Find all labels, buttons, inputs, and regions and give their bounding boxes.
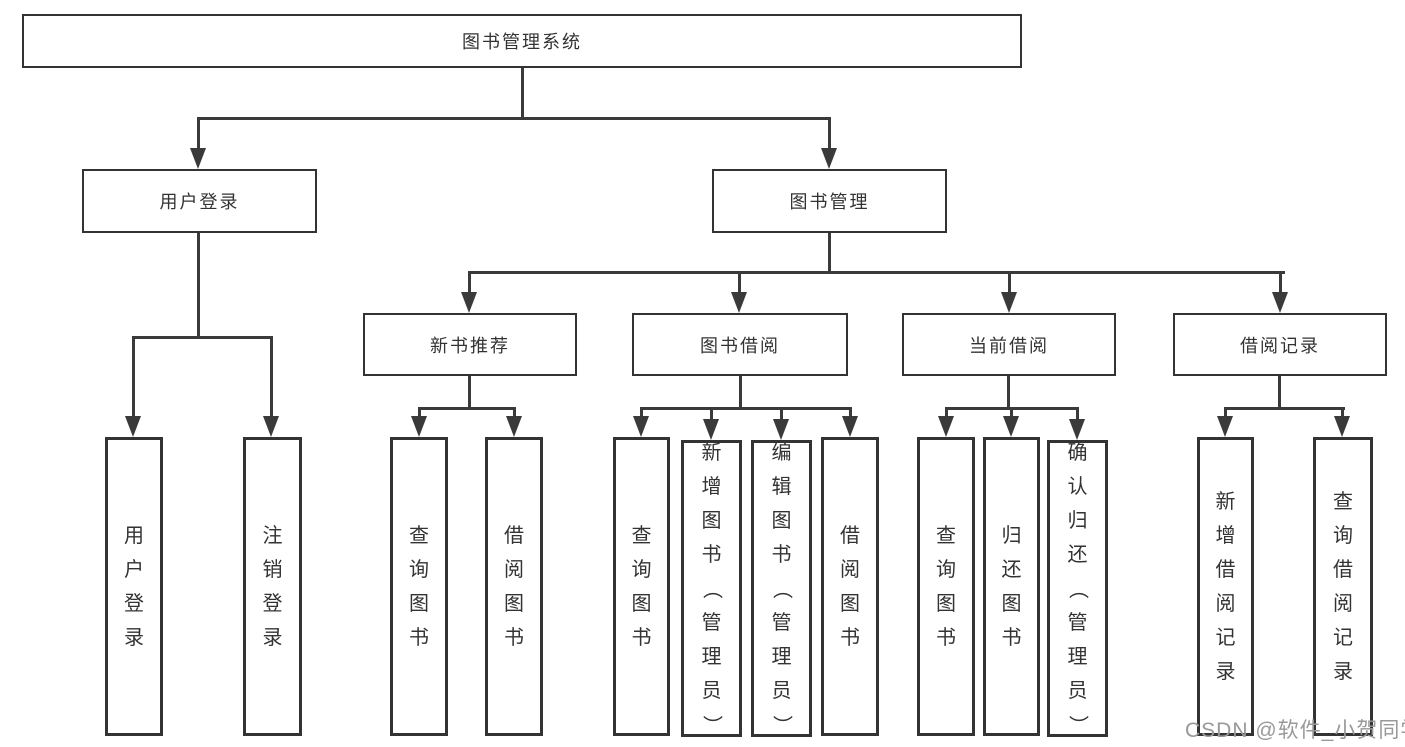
connector-line (828, 233, 831, 271)
connector-line (132, 336, 272, 339)
leaf-edit-books-admin: 编辑图书（管理员） (751, 440, 812, 737)
watermark: CSDN @软件_小贺同学 (1185, 719, 1405, 742)
leaf-query-books-current-label: 查询图书 (936, 524, 956, 649)
leaf-user-login-label: 用户登录 (124, 524, 144, 649)
arrow-down-icon (1069, 407, 1085, 440)
leaf-return-books: 归还图书 (983, 437, 1040, 736)
node-borrowing-records: 借阅记录 (1173, 313, 1387, 376)
connector-line (521, 68, 524, 117)
leaf-query-books-current: 查询图书 (917, 437, 975, 736)
node-book-management-label: 图书管理 (789, 192, 870, 212)
leaf-query-books-borrowing: 查询图书 (613, 437, 670, 736)
connector-line (197, 117, 831, 120)
leaf-user-login: 用户登录 (105, 437, 163, 736)
leaf-return-books-label: 归还图书 (1001, 524, 1022, 649)
arrow-down-icon (125, 336, 141, 437)
leaf-confirm-return-admin: 确认归还（管理员） (1047, 440, 1108, 737)
node-book-borrowing-label: 图书借阅 (700, 335, 780, 356)
leaf-edit-books-admin-label: 编辑图书（管理员） (770, 441, 793, 735)
arrow-down-icon (821, 117, 837, 169)
arrow-down-icon (190, 117, 206, 169)
arrow-down-icon (1217, 407, 1233, 437)
leaf-add-books-admin: 新增图书（管理员） (681, 440, 742, 737)
connector-line (640, 407, 851, 410)
node-user-login: 用户登录 (82, 169, 317, 233)
leaf-add-books-admin-label: 新增图书（管理员） (700, 441, 723, 735)
leaf-borrow-books-borrowing: 借阅图书 (821, 437, 879, 736)
node-book-management: 图书管理 (712, 169, 947, 233)
connector-line (1278, 376, 1281, 407)
arrow-down-icon (1334, 407, 1350, 437)
arrow-down-icon (411, 407, 427, 437)
leaf-query-books-recommend-label: 查询图书 (409, 524, 429, 649)
leaf-add-borrow-record-label: 新增借阅记录 (1215, 490, 1236, 683)
node-current-borrowing-label: 当前借阅 (969, 335, 1049, 356)
node-new-book-recommendation: 新书推荐 (363, 313, 577, 376)
connector-line (468, 376, 471, 407)
node-root: 图书管理系统 (22, 14, 1022, 68)
arrow-down-icon (1003, 407, 1019, 437)
leaf-confirm-return-admin-label: 确认归还（管理员） (1066, 441, 1089, 735)
leaf-query-borrow-record: 查询借阅记录 (1313, 437, 1373, 736)
arrow-down-icon (1272, 271, 1288, 313)
node-root-label: 图书管理系统 (462, 32, 582, 52)
leaf-borrow-books-recommend-label: 借阅图书 (504, 524, 524, 649)
connector-line (739, 376, 742, 407)
node-borrowing-records-label: 借阅记录 (1240, 335, 1320, 356)
node-book-borrowing: 图书借阅 (632, 313, 848, 376)
leaf-logout: 注销登录 (243, 437, 302, 736)
node-new-book-recommendation-label: 新书推荐 (430, 335, 510, 356)
arrow-down-icon (842, 407, 858, 437)
leaf-query-books-recommend: 查询图书 (390, 437, 448, 736)
leaf-borrow-books-borrowing-label: 借阅图书 (840, 524, 860, 649)
connector-line (468, 271, 1285, 274)
arrow-down-icon (703, 407, 719, 440)
arrow-down-icon (506, 407, 522, 437)
arrow-down-icon (1001, 271, 1017, 313)
leaf-query-books-borrowing-label: 查询图书 (631, 524, 652, 649)
connector-line (197, 233, 200, 336)
arrow-down-icon (938, 407, 954, 437)
arrow-down-icon (773, 407, 789, 440)
connector-line (1007, 376, 1010, 407)
leaf-borrow-books-recommend: 借阅图书 (485, 437, 543, 736)
connector-line (418, 407, 516, 410)
arrow-down-icon (633, 407, 649, 437)
arrow-down-icon (731, 271, 747, 313)
arrow-down-icon (461, 271, 477, 313)
arrow-down-icon (263, 336, 279, 437)
leaf-query-borrow-record-label: 查询借阅记录 (1333, 490, 1353, 683)
node-user-login-label: 用户登录 (159, 192, 240, 212)
connector-line (1224, 407, 1345, 410)
leaf-add-borrow-record: 新增借阅记录 (1197, 437, 1254, 736)
leaf-logout-label: 注销登录 (262, 524, 283, 649)
node-current-borrowing: 当前借阅 (902, 313, 1116, 376)
